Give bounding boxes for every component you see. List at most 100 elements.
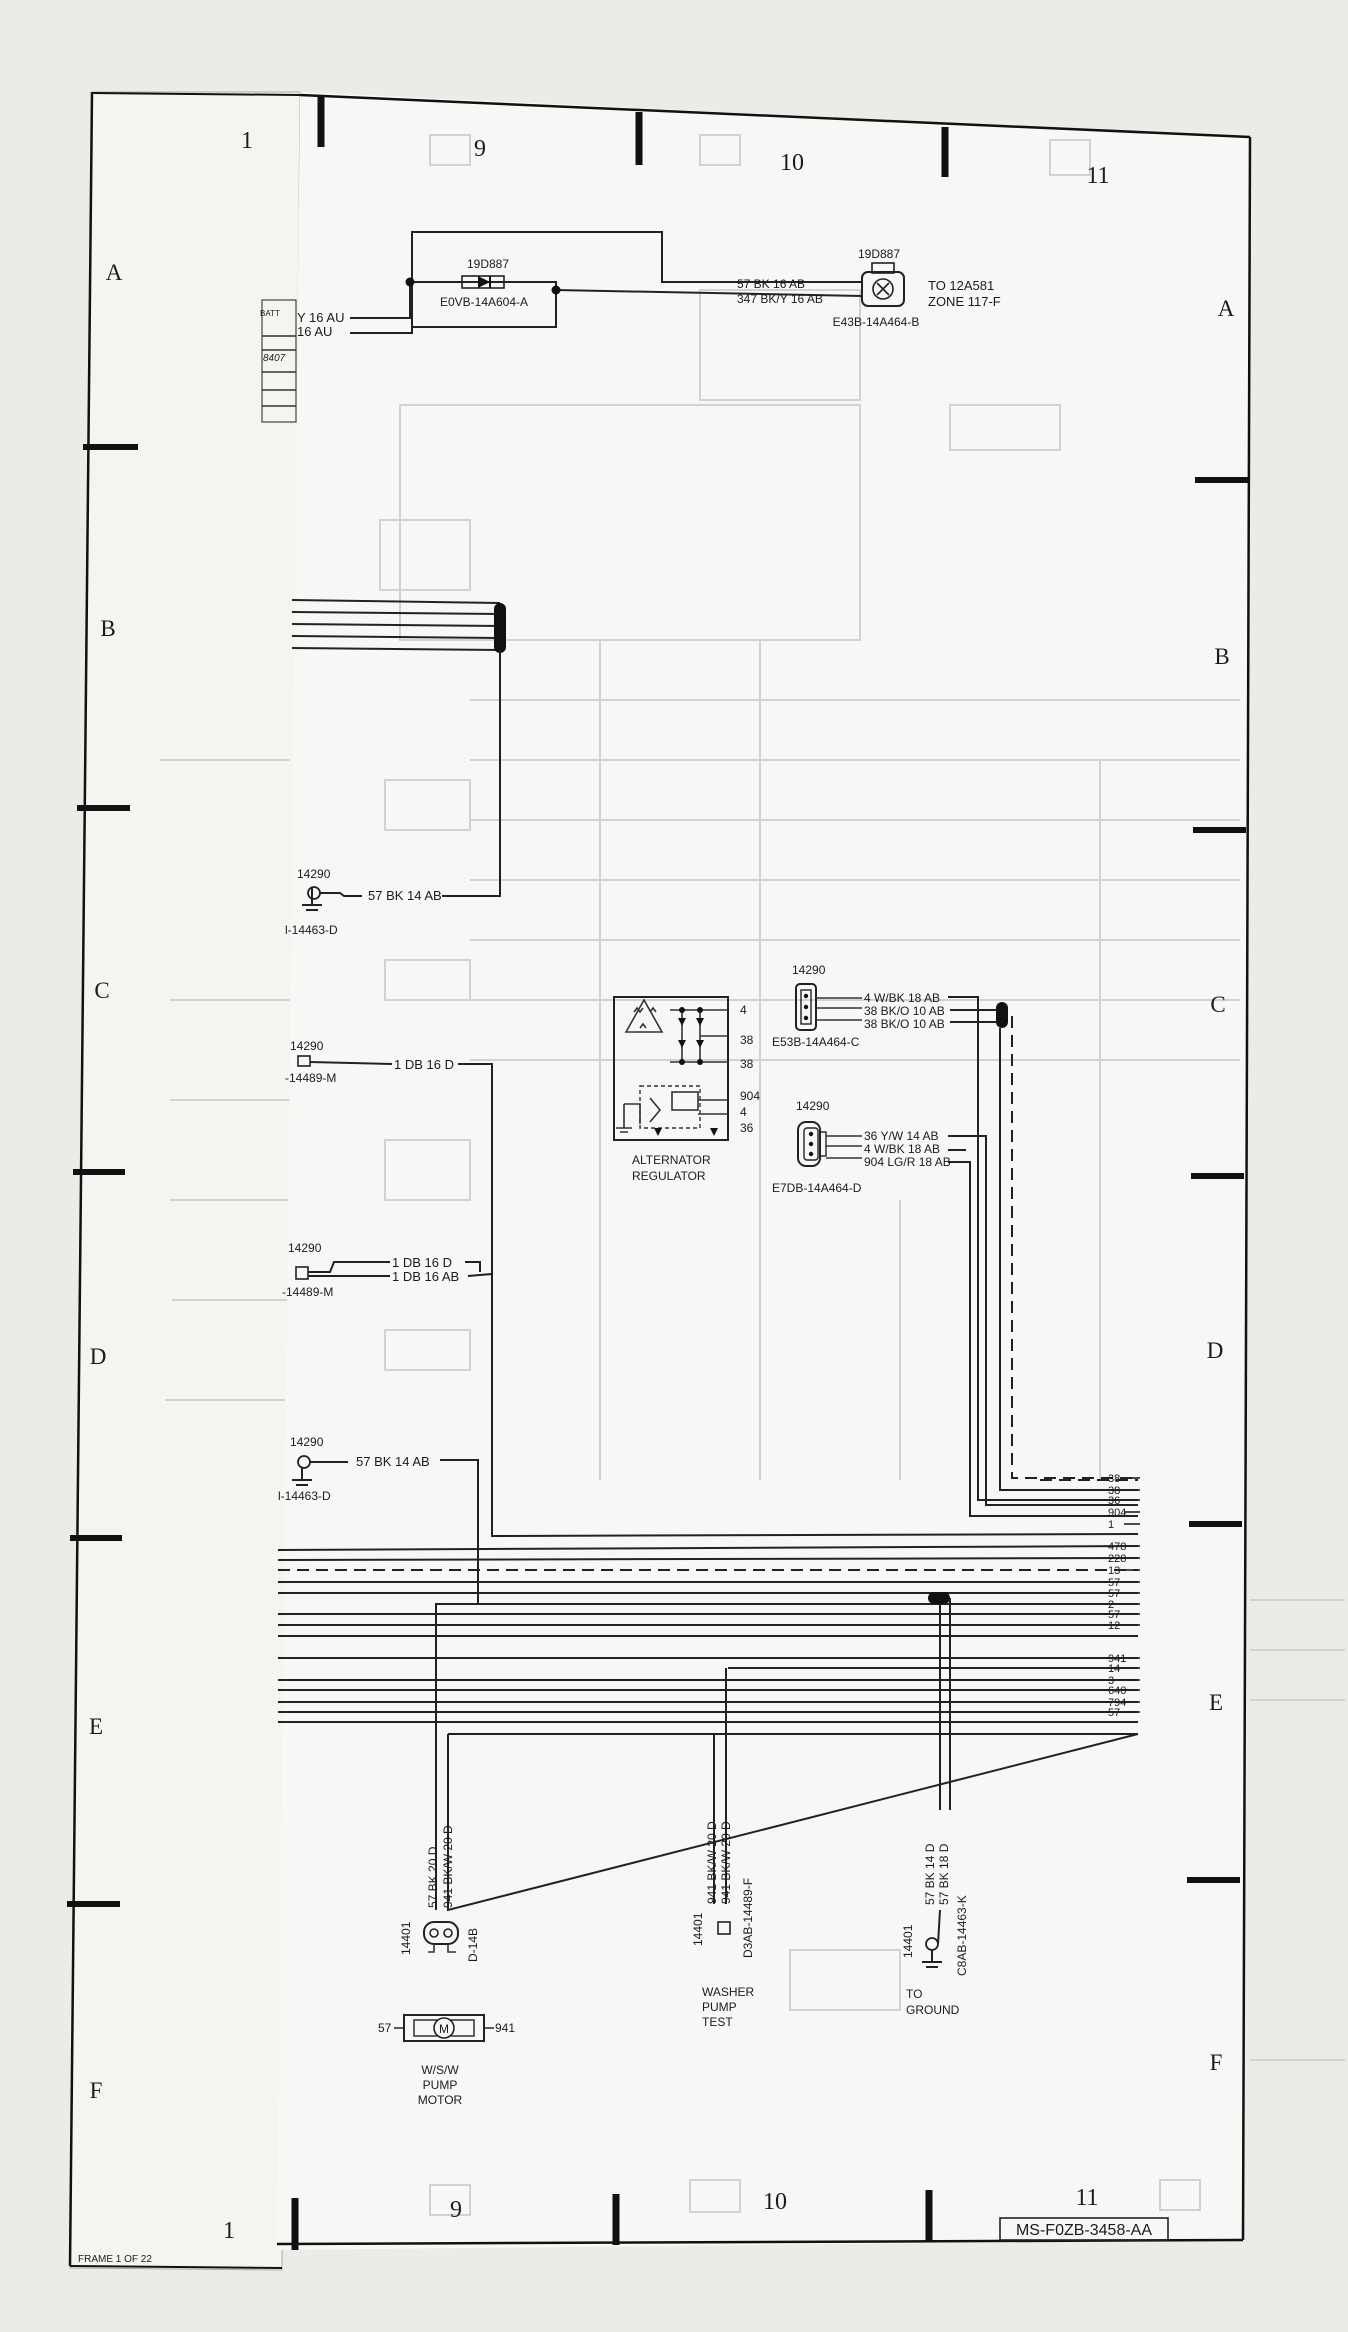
reg-pin-3: 38 (740, 1057, 754, 1071)
row-label-c-left: C (94, 978, 109, 1003)
bundle-clamp (996, 1002, 1008, 1028)
pump-wire-1: 57 BK 20 D (426, 1846, 440, 1908)
harness-code-14: 14 (1108, 1663, 1120, 1675)
connector-id: 19D887 (858, 247, 900, 261)
col-label-9-bottom: 9 (450, 2197, 462, 2223)
bleed-through-ghost (379, 134, 1345, 2216)
ground-title-1: TO (906, 1987, 922, 2001)
ground-group: 57 BK 14 D 57 BK 18 D 14401 C8AB-14463-K… (901, 1843, 969, 2017)
splice-dot (551, 285, 561, 295)
washer-part: D3AB-14489-F (741, 1878, 755, 1958)
harness-code-13: 941 (1108, 1653, 1126, 1665)
pump-conn-part: D-14B (466, 1928, 480, 1962)
col-label-11-bottom: 11 (1075, 2185, 1098, 2211)
conn-e7db-wire-3: 904 LG/R 18 AB (864, 1155, 951, 1169)
wire-57-label: 57 BK 16 AB (737, 277, 805, 291)
col-label-9: 9 (474, 136, 486, 162)
harness-code-10: 2 (1108, 1599, 1114, 1611)
ground-title-2: GROUND (906, 2003, 960, 2017)
conn-d-wire-2: 1 DB 16 AB (392, 1269, 459, 1284)
dest-line-2: ZONE 117-F (928, 294, 1001, 309)
gnd-c-part: l-14463-D (285, 923, 338, 937)
conn-d-wire-1: 1 DB 16 D (392, 1255, 452, 1270)
motor-symbol: M (439, 2022, 449, 2036)
pump-conn-id: 14401 (399, 1921, 413, 1955)
conn-d-id: 14290 (288, 1241, 322, 1255)
left-wire-label-1: Y 16 AU (297, 310, 344, 325)
rectifier-diode-icon (678, 1018, 704, 1048)
harness-code-8: 57 (1108, 1577, 1120, 1589)
conn-e7db-part: E7DB-14A464-D (772, 1181, 862, 1195)
col-label-10-bottom: 10 (763, 2189, 787, 2215)
col-label-11: 11 (1086, 163, 1109, 189)
terminal-icon (297, 1055, 311, 1067)
pump-wire-2: 941 BK/W 20 D (441, 1825, 455, 1908)
conn-e53b-id: 14290 (792, 963, 826, 977)
regulator-title-1: ALTERNATOR (632, 1153, 711, 1167)
conn-e7db-id: 14290 (796, 1099, 830, 1113)
gnd-c-wire: 57 BK 14 AB (368, 888, 442, 903)
reg-pin-4: 904 (740, 1089, 760, 1103)
row-label-b-right: B (1214, 644, 1229, 669)
reg-pin-1: 4 (740, 1003, 747, 1017)
washer-wire-1: 941 BK/W 20 D (705, 1821, 719, 1904)
ground-wire-2: 57 BK 18 D (937, 1843, 951, 1905)
ground-wire-1: 57 BK 14 D (923, 1843, 937, 1905)
wire-347-label: 347 BK/Y 16 AB (737, 292, 823, 306)
back-page (67, 91, 301, 2271)
harness-code-11: 57 (1108, 1609, 1120, 1621)
harness-code-4: 1 (1108, 1519, 1114, 1531)
washer-test-group: 941 BK/W 20 D 941 BK/W 20 D 14401 D3AB-1… (691, 1668, 755, 2029)
ground-id: 14401 (901, 1924, 915, 1958)
diode-id: 19D887 (467, 257, 509, 271)
conn-c-wire: 1 DB 16 D (394, 1057, 454, 1072)
conn-e53b-wire-1: 4 W/BK 18 AB (864, 991, 940, 1005)
pump-connector-group: 57 BK 20 D 941 BK/W 20 D 14401 D-14B 57 … (378, 1733, 1139, 2107)
ground-icon (292, 1468, 312, 1486)
gnd-d-id: 14290 (290, 1435, 324, 1449)
harness-code-5: 478 (1108, 1541, 1126, 1553)
harness-code-6: 228 (1108, 1553, 1126, 1565)
pump-connector-icon (423, 1921, 459, 1945)
conn-e7db-wire-2: 4 W/BK 18 AB (864, 1142, 940, 1156)
harness-code-15: 3 (1108, 1675, 1114, 1687)
row-label-d-left: D (90, 1344, 107, 1369)
harness-code-9: 57 (1108, 1588, 1120, 1600)
dest-line-1: TO 12A581 (928, 278, 994, 293)
row-label-f-right: F (1210, 2050, 1223, 2075)
connector-e7db: 14290 36 Y/W 14 AB 4 W/BK 18 AB 904 LG/R… (772, 1099, 1138, 1517)
regulator-box (613, 996, 729, 1141)
col-label-1: 1 (241, 128, 253, 154)
main-harness (277, 1479, 1139, 1810)
row-label-b-left: B (100, 616, 115, 641)
gnd-d-wire: 57 BK 14 AB (356, 1454, 430, 1469)
connector-part: E43B-14A464-B (833, 315, 920, 329)
connector-shell (861, 271, 905, 307)
row-label-c-right: C (1210, 992, 1225, 1017)
harness-code-labels: 3838369041478228135757257129411436407945… (1108, 1473, 1140, 1719)
gnd-d-part: l-14463-D (278, 1489, 331, 1503)
gnd-c-id: 14290 (297, 867, 331, 881)
washer-title-2: PUMP (702, 2000, 737, 2014)
conn-e53b-wire-2: 38 BK/O 10 AB (864, 1004, 945, 1018)
batt-tag: BATT (260, 309, 280, 318)
conn-e53b-wire-3: 38 BK/O 10 AB (864, 1017, 945, 1031)
conn-c-part: -14489-M (285, 1071, 336, 1085)
column-labels: 1 9 10 11 1 9 10 11 (223, 128, 1110, 2244)
harness-code-18: 57 (1108, 1707, 1120, 1719)
drawing-number: MS-F0ZB-3458-AA (1016, 2222, 1152, 2239)
frame-label: FRAME 1 OF 22 (78, 2254, 152, 2265)
motor-title-2: PUMP (423, 2078, 458, 2092)
left-box-label: 8407 (263, 353, 286, 364)
harness-code-12: 12 (1108, 1620, 1120, 1632)
alternator-regulator: 4 38 38 904 4 36 ALTERNATOR REGULATOR (613, 996, 760, 1183)
top-feed-circuit: BATT 8407 Y 16 AU 16 AU 19D887 E0VB-14A6… (260, 231, 1001, 423)
row-label-e-right: E (1209, 1690, 1223, 1715)
harness-code-7: 13 (1108, 1565, 1120, 1577)
bundle-clamp (494, 603, 506, 653)
washer-wire-2: 941 BK/W 20 D (719, 1821, 733, 1904)
motor-icon (433, 2017, 455, 2039)
row-label-e-left: E (89, 1714, 103, 1739)
ground-icon (922, 1950, 942, 1968)
